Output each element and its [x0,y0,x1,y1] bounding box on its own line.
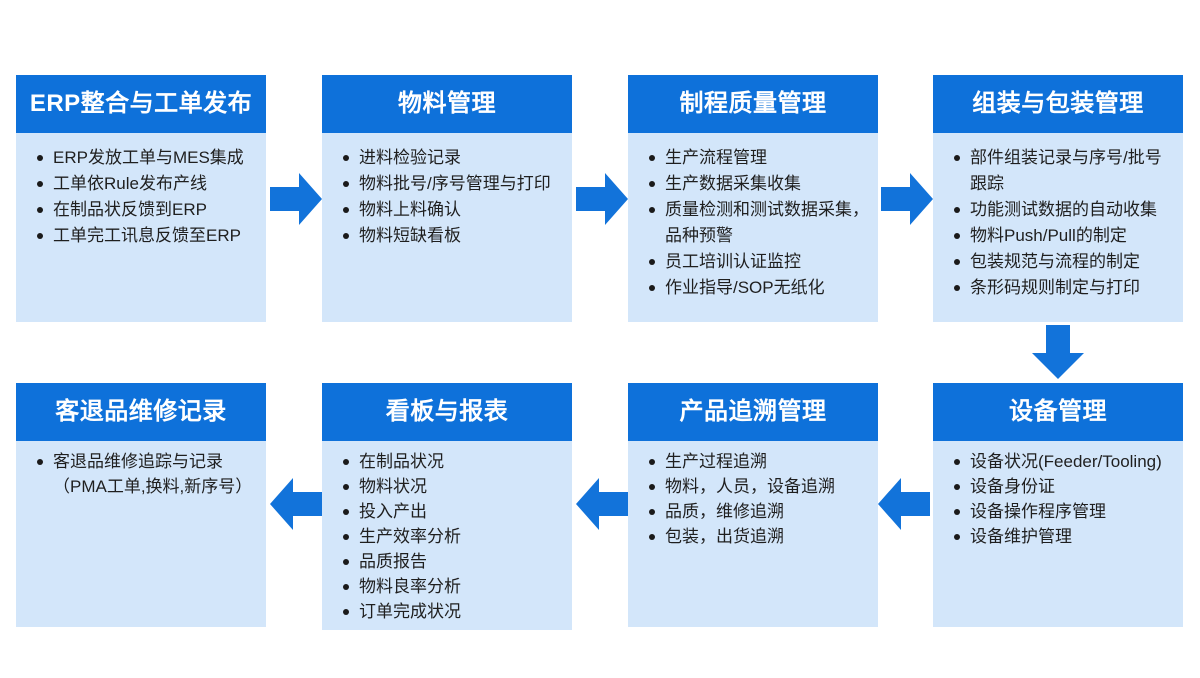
arrow-left-icon [576,478,628,530]
arrow-right-icon [576,173,628,225]
box-erp-work-order: ERP整合与工单发布 ERP发放工单与MES集成工单依Rule发布产线在制品状反… [16,75,266,322]
bullet-item: 生产数据采集收集 [646,171,872,197]
box-body: 在制品状况物料状况投入产出生产效率分析品质报告物料良率分析订单完成状况 [322,441,572,630]
bullet-list: 客退品维修追踪与记录 （PMA工单,换料,新序号） [16,441,266,505]
bullet-list: 在制品状况物料状况投入产出生产效率分析品质报告物料良率分析订单完成状况 [322,441,572,630]
arrow-left-icon [878,478,930,530]
bullet-item: 品质报告 [340,549,566,574]
bullet-item: 设备状况(Feeder/Tooling) [951,449,1177,474]
arrow-left-icon [270,478,322,530]
box-title: 制程质量管理 [628,75,878,133]
bullet-item: 工单完工讯息反馈至ERP [34,223,260,249]
bullet-list: 生产流程管理生产数据采集收集质量检测和测试数据采集， 品种预警员工培训认证监控作… [628,133,878,307]
box-material-management: 物料管理 进料检验记录物料批号/序号管理与打印物料上料确认物料短缺看板 [322,75,572,322]
box-process-quality: 制程质量管理 生产流程管理生产数据采集收集质量检测和测试数据采集， 品种预警员工… [628,75,878,322]
box-body: 生产流程管理生产数据采集收集质量检测和测试数据采集， 品种预警员工培训认证监控作… [628,133,878,322]
bullet-item: 部件组装记录与序号/批号 跟踪 [951,145,1177,197]
bullet-item: 客退品维修追踪与记录 （PMA工单,换料,新序号） [34,449,260,499]
bullet-item: 物料批号/序号管理与打印 [340,171,566,197]
bullet-item: 包装，出货追溯 [646,524,872,549]
bullet-item: 物料，人员，设备追溯 [646,474,872,499]
bullet-item: 品质，维修追溯 [646,499,872,524]
bullet-item: 生产效率分析 [340,524,566,549]
arrow-down-icon [1032,325,1084,379]
bullet-item: 功能测试数据的自动收集 [951,197,1177,223]
bullet-item: 作业指导/SOP无纸化 [646,275,872,301]
box-body: 生产过程追溯物料，人员，设备追溯品质，维修追溯包装，出货追溯 [628,441,878,627]
box-title: 物料管理 [322,75,572,133]
bullet-item: ERP发放工单与MES集成 [34,145,260,171]
bullet-item: 生产过程追溯 [646,449,872,474]
bullet-item: 工单依Rule发布产线 [34,171,260,197]
bullet-item: 包装规范与流程的制定 [951,249,1177,275]
bullet-list: 部件组装记录与序号/批号 跟踪功能测试数据的自动收集物料Push/Pull的制定… [933,133,1183,307]
bullet-list: 进料检验记录物料批号/序号管理与打印物料上料确认物料短缺看板 [322,133,572,255]
arrow-right-icon [881,173,933,225]
bullet-item: 物料上料确认 [340,197,566,223]
box-title: 组装与包装管理 [933,75,1183,133]
box-assembly-packaging: 组装与包装管理 部件组装记录与序号/批号 跟踪功能测试数据的自动收集物料Push… [933,75,1183,322]
bullet-item: 设备操作程序管理 [951,499,1177,524]
bullet-item: 质量检测和测试数据采集， 品种预警 [646,197,872,249]
bullet-item: 设备身份证 [951,474,1177,499]
bullet-item: 投入产出 [340,499,566,524]
bullet-item: 设备维护管理 [951,524,1177,549]
box-title: 客退品维修记录 [16,383,266,441]
box-title: 看板与报表 [322,383,572,441]
bullet-item: 在制品状况 [340,449,566,474]
bullet-item: 员工培训认证监控 [646,249,872,275]
box-dashboard-reports: 看板与报表 在制品状况物料状况投入产出生产效率分析品质报告物料良率分析订单完成状… [322,383,572,630]
box-body: 部件组装记录与序号/批号 跟踪功能测试数据的自动收集物料Push/Pull的制定… [933,133,1183,322]
box-body: 进料检验记录物料批号/序号管理与打印物料上料确认物料短缺看板 [322,133,572,322]
bullet-item: 物料良率分析 [340,574,566,599]
bullet-list: 生产过程追溯物料，人员，设备追溯品质，维修追溯包装，出货追溯 [628,441,878,555]
bullet-item: 物料状况 [340,474,566,499]
box-equipment-management: 设备管理 设备状况(Feeder/Tooling)设备身份证设备操作程序管理设备… [933,383,1183,627]
box-title: 产品追溯管理 [628,383,878,441]
box-body: 设备状况(Feeder/Tooling)设备身份证设备操作程序管理设备维护管理 [933,441,1183,627]
box-product-traceability: 产品追溯管理 生产过程追溯物料，人员，设备追溯品质，维修追溯包装，出货追溯 [628,383,878,627]
arrow-right-icon [270,173,322,225]
bullet-item: 订单完成状况 [340,599,566,624]
box-title: 设备管理 [933,383,1183,441]
bullet-item: 物料Push/Pull的制定 [951,223,1177,249]
box-body: 客退品维修追踪与记录 （PMA工单,换料,新序号） [16,441,266,627]
box-customer-return-repair: 客退品维修记录 客退品维修追踪与记录 （PMA工单,换料,新序号） [16,383,266,627]
bullet-list: 设备状况(Feeder/Tooling)设备身份证设备操作程序管理设备维护管理 [933,441,1183,555]
box-title: ERP整合与工单发布 [16,75,266,133]
bullet-item: 在制品状反馈到ERP [34,197,260,223]
bullet-item: 条形码规则制定与打印 [951,275,1177,301]
bullet-item: 物料短缺看板 [340,223,566,249]
bullet-item: 进料检验记录 [340,145,566,171]
bullet-item: 生产流程管理 [646,145,872,171]
